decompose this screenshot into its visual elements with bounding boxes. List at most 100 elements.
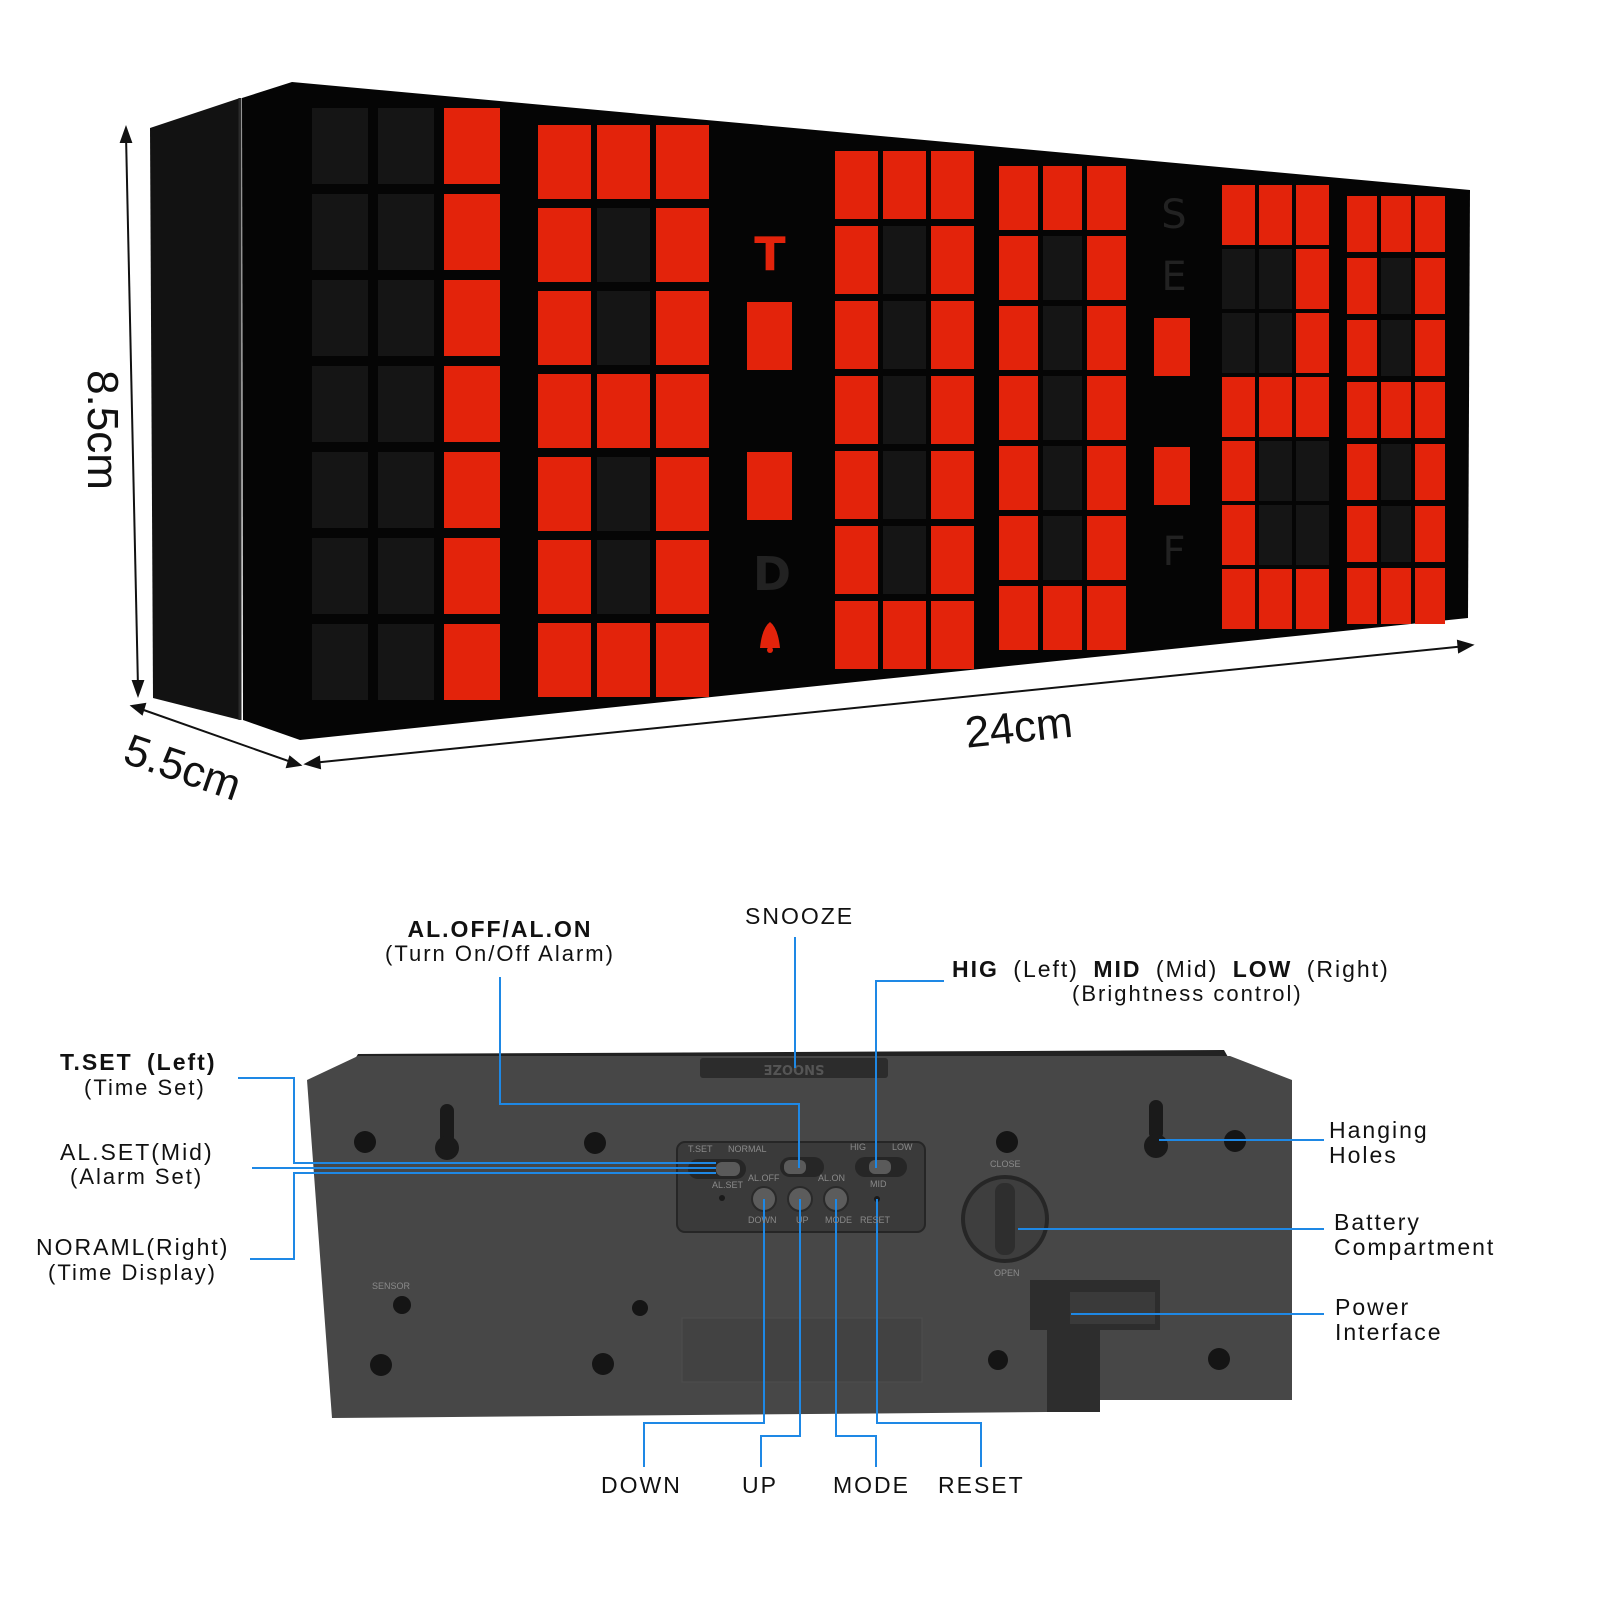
led-cell-d1-r3-c2 (656, 374, 709, 448)
callout-al-onoff: AL.OFF/AL.ON (Turn On/Off Alarm) (385, 918, 615, 965)
led-cell-d0-r0-c2 (444, 108, 500, 184)
panel-mark-hig: HIG (850, 1142, 867, 1152)
led-cell-d3-r4-c0 (999, 446, 1038, 510)
panel-mark-alset: AL.SET (712, 1180, 744, 1190)
led-cell-d2-r3-c0 (835, 376, 878, 444)
led-cell-d2-r3-c2 (931, 376, 974, 444)
led-cell-d3-r4-c1 (1043, 446, 1082, 510)
led-cell-d1-r3-c0 (538, 374, 591, 448)
indicator-letter-f: F (1162, 529, 1185, 575)
callout-mode: MODE (833, 1472, 910, 1498)
callout-low-pos: (Right) (1306, 956, 1390, 982)
led-cell-d2-r2-c0 (835, 301, 878, 369)
led-cell-d4-r6-c0 (1222, 569, 1255, 629)
led-cell-d1-r0-c0 (538, 125, 591, 199)
led-cell-d2-r6-c1 (883, 601, 926, 669)
led-cell-d3-r0-c1 (1043, 166, 1082, 230)
panel-mark-low: LOW (892, 1142, 913, 1152)
callout-brightness-subtitle: (Brightness control) (1072, 981, 1303, 1006)
colon-dot-upper-left (747, 302, 792, 370)
led-cell-d1-r6-c1 (597, 623, 650, 697)
led-cell-d2-r4-c1 (883, 451, 926, 519)
led-cell-d3-r3-c0 (999, 376, 1038, 440)
led-cell-d3-r2-c1 (1043, 306, 1082, 370)
led-cell-d0-r5-c0 (312, 538, 368, 614)
led-cell-d4-r1-c0 (1222, 249, 1255, 309)
indicator-letter-s: S (1161, 192, 1186, 238)
led-cell-d3-r6-c2 (1087, 586, 1126, 650)
panel-mark-close: CLOSE (990, 1159, 1021, 1169)
led-cell-d4-r5-c1 (1259, 505, 1292, 565)
led-cell-d4-r3-c1 (1259, 377, 1292, 437)
led-cell-d5-r0-c1 (1381, 196, 1411, 252)
callout-reset: RESET (938, 1472, 1025, 1498)
led-cell-d5-r6-c1 (1381, 568, 1411, 624)
led-cell-d5-r3-c2 (1415, 382, 1445, 438)
led-cell-d2-r3-c1 (883, 376, 926, 444)
callout-al-onoff-subtitle: (Turn On/Off Alarm) (385, 941, 615, 966)
led-cell-d2-r1-c0 (835, 226, 878, 294)
panel-mark-aloff: AL.OFF (748, 1173, 780, 1183)
led-cell-d4-r5-c2 (1296, 505, 1329, 565)
led-cell-d4-r0-c2 (1296, 185, 1329, 245)
led-cell-d1-r5-c0 (538, 540, 591, 614)
led-cell-d0-r2-c2 (444, 280, 500, 356)
callout-down: DOWN (601, 1472, 682, 1498)
panel-mark-down: DOWN (748, 1215, 777, 1225)
led-cell-d4-r1-c2 (1296, 249, 1329, 309)
led-matrix (312, 108, 1445, 700)
indicator-letter-t: T (754, 227, 786, 281)
led-cell-d0-r6-c1 (378, 624, 434, 700)
led-cell-d3-r6-c0 (999, 586, 1038, 650)
callout-battery-line1: Battery (1334, 1209, 1421, 1235)
led-cell-d4-r5-c0 (1222, 505, 1255, 565)
led-cell-d1-r2-c0 (538, 291, 591, 365)
led-cell-d5-r3-c1 (1381, 382, 1411, 438)
led-cell-d2-r5-c2 (931, 526, 974, 594)
colon-dot-upper-right (1154, 318, 1190, 376)
led-cell-d3-r6-c1 (1043, 586, 1082, 650)
led-cell-d1-r6-c0 (538, 623, 591, 697)
led-cell-d3-r3-c2 (1087, 376, 1126, 440)
callout-tset: T.SET (Left) (60, 1051, 217, 1074)
led-cell-d4-r2-c0 (1222, 313, 1255, 373)
led-cell-d3-r5-c0 (999, 516, 1038, 580)
led-cell-d1-r4-c1 (597, 457, 650, 531)
panel-mark-alon: AL.ON (818, 1173, 846, 1183)
led-cell-d4-r6-c1 (1259, 569, 1292, 629)
led-cell-d2-r4-c0 (835, 451, 878, 519)
led-cell-d5-r3-c0 (1347, 382, 1377, 438)
callout-hig: HIG (952, 956, 999, 982)
led-cell-d1-r2-c2 (656, 291, 709, 365)
indicator-letter-e: E (1161, 254, 1186, 300)
callout-low: LOW (1232, 956, 1293, 982)
led-cell-d4-r2-c1 (1259, 313, 1292, 373)
led-cell-d2-r1-c2 (931, 226, 974, 294)
led-cell-d0-r0-c1 (378, 108, 434, 184)
led-cell-d1-r1-c2 (656, 208, 709, 282)
led-cell-d5-r4-c1 (1381, 444, 1411, 500)
callout-alset-title: AL.SET(Mid) (60, 1139, 214, 1165)
led-cell-d1-r3-c1 (597, 374, 650, 448)
led-cell-d0-r4-c2 (444, 452, 500, 528)
led-cell-d4-r4-c1 (1259, 441, 1292, 501)
callout-normal-title: NORAML(Right) (36, 1234, 230, 1260)
led-cell-d1-r5-c1 (597, 540, 650, 614)
panel-mark-normal: NORMAL (728, 1144, 767, 1154)
callout-battery-line2: Compartment (1334, 1234, 1496, 1260)
indicator-letter-d: D (753, 547, 791, 601)
led-cell-d5-r2-c0 (1347, 320, 1377, 376)
dimension-arrows (119, 125, 1475, 770)
panel-mark-open: OPEN (994, 1268, 1020, 1278)
led-cell-d4-r6-c2 (1296, 569, 1329, 629)
callout-power-line2: Interface (1335, 1319, 1443, 1345)
led-cell-d2-r4-c2 (931, 451, 974, 519)
callout-leader-lines (238, 937, 1324, 1467)
callout-mid: MID (1093, 956, 1142, 982)
callout-power: Power Interface (1335, 1295, 1443, 1345)
callout-power-line1: Power (1335, 1294, 1411, 1320)
callout-hanging-line2: Holes (1329, 1142, 1398, 1168)
led-cell-d5-r2-c2 (1415, 320, 1445, 376)
